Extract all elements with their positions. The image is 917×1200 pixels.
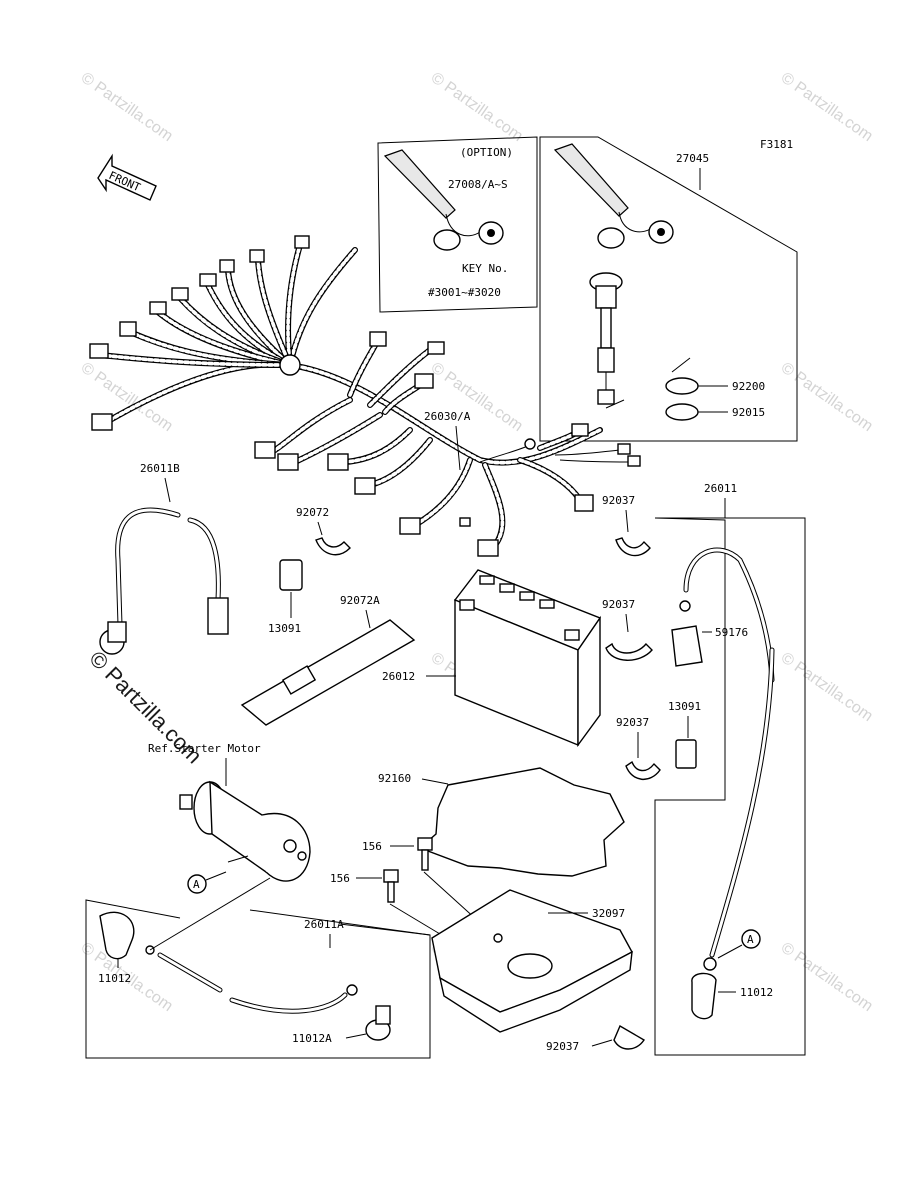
- battery-strap-icon: [240, 619, 416, 726]
- label-92015: 92015: [732, 406, 765, 419]
- key-no-label: KEY No.: [462, 262, 508, 275]
- label-26011: 26011: [704, 482, 737, 495]
- lanyard-key-icon: [383, 149, 504, 251]
- lanyard-key-icon-2: [553, 143, 674, 249]
- label-92160: 92160: [378, 772, 411, 785]
- option-part-label: 27008/A~S: [448, 178, 508, 191]
- washer-icon: [665, 377, 699, 395]
- label-92072A: 92072A: [340, 594, 380, 607]
- label-13091-a: 13091: [268, 622, 301, 635]
- battery-case-icon: [431, 889, 633, 1033]
- label-26011B: 26011B: [140, 462, 180, 475]
- pad-icon: [279, 559, 303, 591]
- ref-starter-motor: Ref.Starter Motor: [148, 742, 261, 755]
- label-92072: 92072: [296, 506, 329, 519]
- watermark-2: © Partzilla.com: [428, 69, 526, 145]
- label-11012-b: 11012: [740, 986, 773, 999]
- label-92037-c: 92037: [616, 716, 649, 729]
- front-arrow-icon: FRONT: [97, 153, 157, 201]
- battery-mat-icon: [418, 767, 625, 877]
- cable-26011B: 26011B: [99, 462, 229, 655]
- watermark-6: © Partzilla.com: [778, 359, 876, 435]
- label-26011A: 26011A: [304, 918, 344, 931]
- label-92200: 92200: [732, 380, 765, 393]
- ref-marker-a-left: A: [193, 878, 200, 891]
- ignition-switch-icon: [589, 272, 623, 405]
- figure-code: F3181: [760, 138, 793, 151]
- label-59176: 59176: [715, 626, 748, 639]
- clamp-icon: [315, 537, 351, 556]
- key-range-label: #3001~#3020: [428, 286, 501, 299]
- terminal-cover-icon: [671, 625, 703, 667]
- option-title: (OPTION): [460, 146, 513, 159]
- option-box: (OPTION) 27008/A~S KEY No. #3001~#3020: [377, 136, 538, 313]
- label-26030A: 26030/A: [424, 410, 471, 423]
- cable-26011A-box: 26011A 11012 11012A: [85, 877, 431, 1059]
- label-92037-a: 92037: [602, 494, 635, 507]
- watermark-5: © Partzilla.com: [428, 359, 526, 435]
- label-27045: 27045: [676, 152, 709, 165]
- wiring-harness: [89, 235, 641, 557]
- label-156-b: 156: [330, 872, 350, 885]
- ref-marker-a-right: A: [747, 933, 754, 946]
- watermarks: © Partzilla.com © Partzilla.com © Partzi…: [78, 69, 876, 1015]
- label-13091-b: 13091: [668, 700, 701, 713]
- watermark-8: © Partzilla.com: [778, 649, 876, 725]
- label-92037-d: 92037: [546, 1040, 579, 1053]
- watermark-1: © Partzilla.com: [78, 69, 176, 145]
- cable-26011-box: 26011 59176 13091 A 11012: [654, 482, 806, 1056]
- terminal-cap-icon: [99, 911, 135, 960]
- watermark-11: © Partzilla.com: [778, 939, 876, 1015]
- label-32097: 32097: [592, 907, 625, 920]
- watermark-3: © Partzilla.com: [778, 69, 876, 145]
- label-156-a: 156: [362, 840, 382, 853]
- label-26012: 26012: [382, 670, 415, 683]
- label-11012-a: 11012: [98, 972, 131, 985]
- battery-icon: [453, 569, 602, 748]
- label-92037-b: 92037: [602, 598, 635, 611]
- label-11012A: 11012A: [292, 1032, 332, 1045]
- nut-icon: [665, 403, 699, 421]
- key-switch-box: 27045 92200 92015: [539, 136, 798, 442]
- starter-motor-icon: [179, 780, 311, 882]
